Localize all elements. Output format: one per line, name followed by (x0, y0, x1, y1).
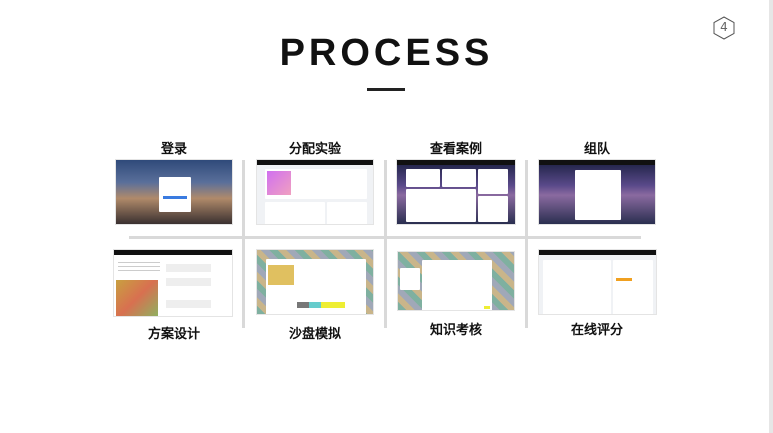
sandbox-simulation-screenshot (256, 249, 374, 315)
page-number-badge: 4 (712, 16, 736, 40)
step-label: 沙盘模拟 (288, 327, 341, 342)
divider-vertical (525, 160, 528, 328)
step-label: 知识考核 (429, 323, 482, 338)
knowledge-test-screenshot (397, 251, 515, 311)
divider-vertical (384, 160, 387, 328)
title-underline (367, 88, 405, 91)
team-screenshot (538, 159, 656, 225)
login-screenshot (115, 159, 233, 225)
page-number: 4 (720, 20, 728, 34)
view-cases-screenshot (396, 159, 516, 225)
assign-experiment-screenshot (256, 159, 374, 225)
plan-design-screenshot (113, 249, 233, 317)
step-label: 方案设计 (147, 327, 200, 342)
step-label: 组队 (583, 142, 610, 157)
step-label: 在线评分 (570, 323, 623, 338)
hexagon-icon (713, 16, 735, 40)
online-scoring-screenshot (538, 249, 657, 315)
step-label: 查看案例 (429, 142, 482, 157)
step-label: 分配实验 (288, 142, 341, 157)
page-title: PROCESS (279, 32, 494, 74)
divider-vertical (242, 160, 245, 328)
step-label: 登录 (160, 142, 187, 157)
slide-edge (769, 0, 773, 433)
